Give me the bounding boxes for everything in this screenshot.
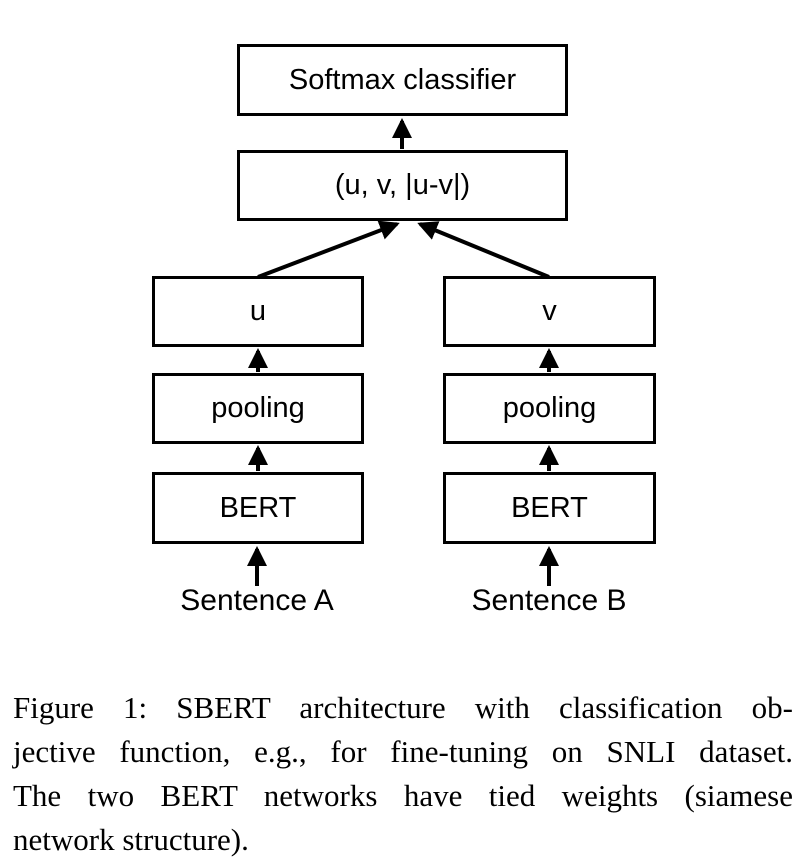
caption-line-2: jective function, e.g., for fine-tuning … <box>13 734 793 769</box>
softmax-classifier-box: Softmax classifier <box>237 44 568 116</box>
u-embedding-box: u <box>152 276 364 347</box>
caption-line-3: The two BERT networks have tied weights … <box>13 778 793 813</box>
caption-line-4: network structure). <box>13 822 249 857</box>
v-embedding-box: v <box>443 276 656 347</box>
sentence-b-label: Sentence B <box>471 584 627 617</box>
arrow-up-u-to-concat-icon <box>257 220 400 279</box>
bert-left-box: BERT <box>152 472 364 544</box>
sentence-a-label: Sentence A <box>180 584 334 617</box>
arrow-layer <box>247 118 559 586</box>
pooling-left-box: pooling <box>152 373 364 444</box>
caption-line-1: Figure 1: SBERT architecture with classi… <box>13 690 793 725</box>
arrow-up-v-to-concat-icon <box>417 221 550 279</box>
bert-right-box: BERT <box>443 472 656 544</box>
concat-vector-box: (u, v, |u-v|) <box>237 150 568 221</box>
sbert-architecture-diagram: Softmax classifier (u, v, |u-v|) u v poo… <box>152 44 656 617</box>
figure-caption: Figure 1: SBERT architecture with classi… <box>13 686 793 862</box>
pooling-right-box: pooling <box>443 373 656 444</box>
